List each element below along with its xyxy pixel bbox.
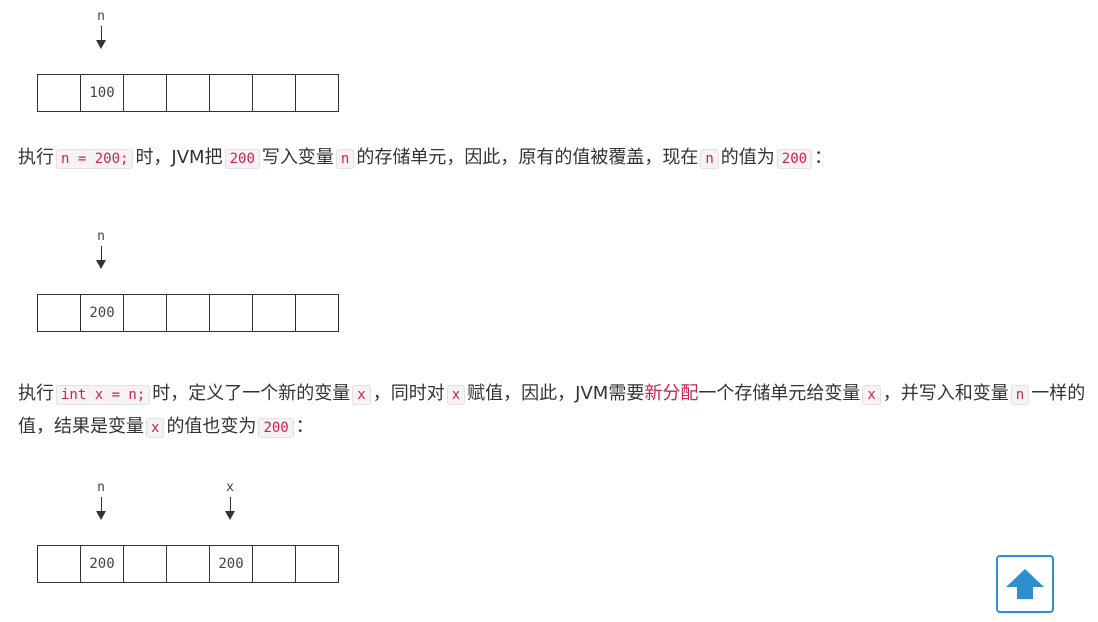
text: 一样的值，结果是变量: [18, 383, 1086, 437]
memory-cell: [37, 74, 81, 112]
pointer-label: n: [97, 229, 105, 244]
memory-cell: [37, 294, 81, 332]
pointer-n: n: [80, 10, 122, 49]
memory-cell: [37, 545, 81, 583]
pointer-label: x: [226, 480, 234, 495]
arrow-down-icon: [96, 40, 106, 49]
inline-code: 200: [224, 149, 260, 169]
text: 的存储单元，因此，原有的值被覆盖，现在: [356, 147, 699, 168]
pointer-arrow-line: [229, 497, 231, 511]
text: 的值为: [720, 147, 775, 168]
memory-cell: [123, 294, 167, 332]
text: 时，定义了一个新的变量: [152, 383, 351, 404]
text: 赋值，因此，JVM需要: [467, 383, 645, 404]
memory-cell: 100: [80, 74, 124, 112]
inline-code: n: [700, 149, 719, 169]
memory-cell: [123, 74, 167, 112]
arrow-down-icon: [96, 260, 106, 269]
inline-code: n = 200;: [56, 149, 134, 169]
inline-code: int x = n;: [56, 385, 151, 405]
memory-cell: [209, 74, 253, 112]
highlighted-text: 新分配: [644, 383, 699, 404]
memory-cell: [209, 294, 253, 332]
inline-code: n: [335, 149, 355, 169]
inline-code: x: [862, 385, 881, 405]
memory-cell: [252, 74, 296, 112]
pointer-x: x: [209, 481, 251, 520]
text: 执行: [18, 383, 54, 404]
memory-cell: [252, 294, 296, 332]
pointer-arrow-line: [100, 246, 102, 260]
memory-cell: [166, 294, 210, 332]
arrow-down-icon: [96, 511, 106, 520]
memory-cell: 200: [80, 545, 124, 583]
memory-cell: 200: [209, 545, 253, 583]
memory-cell: [123, 545, 167, 583]
memory-cells: 100: [37, 74, 339, 112]
text: ，并写入和变量: [882, 383, 1009, 404]
memory-cell: [166, 74, 210, 112]
inline-code: n: [1010, 385, 1030, 405]
text: 一个存储单元给变量: [698, 383, 861, 404]
text: 时，JVM把: [135, 147, 223, 168]
memory-cell: [166, 545, 210, 583]
pointer-n: n: [80, 481, 122, 520]
pointer-label: n: [97, 480, 105, 495]
memory-cells: 200 200: [37, 545, 339, 583]
text: 写入变量: [261, 147, 334, 168]
memory-cell: [252, 545, 296, 583]
pointer-arrow-line: [100, 26, 102, 40]
pointer-n: n: [80, 230, 122, 269]
memory-cell: [295, 545, 339, 583]
arrow-down-icon: [225, 511, 235, 520]
memory-cell: 200: [80, 294, 124, 332]
text: ：: [814, 147, 833, 168]
pointer-arrow-line: [100, 497, 102, 511]
inline-code: x: [352, 385, 371, 405]
inline-code: x: [146, 418, 165, 438]
text: ，同时对: [372, 383, 445, 404]
text: ：: [295, 416, 314, 437]
text: 的值也变为: [166, 416, 257, 437]
inline-code: 200: [776, 149, 813, 169]
inline-code: x: [446, 385, 466, 405]
memory-cells: 200: [37, 294, 339, 332]
arrow-up-icon: [1006, 569, 1044, 599]
inline-code: 200: [258, 418, 294, 438]
memory-cell: [295, 294, 339, 332]
pointer-label: n: [97, 9, 105, 24]
back-to-top-button[interactable]: [996, 555, 1054, 613]
memory-cell: [295, 74, 339, 112]
text: 执行: [18, 147, 54, 168]
